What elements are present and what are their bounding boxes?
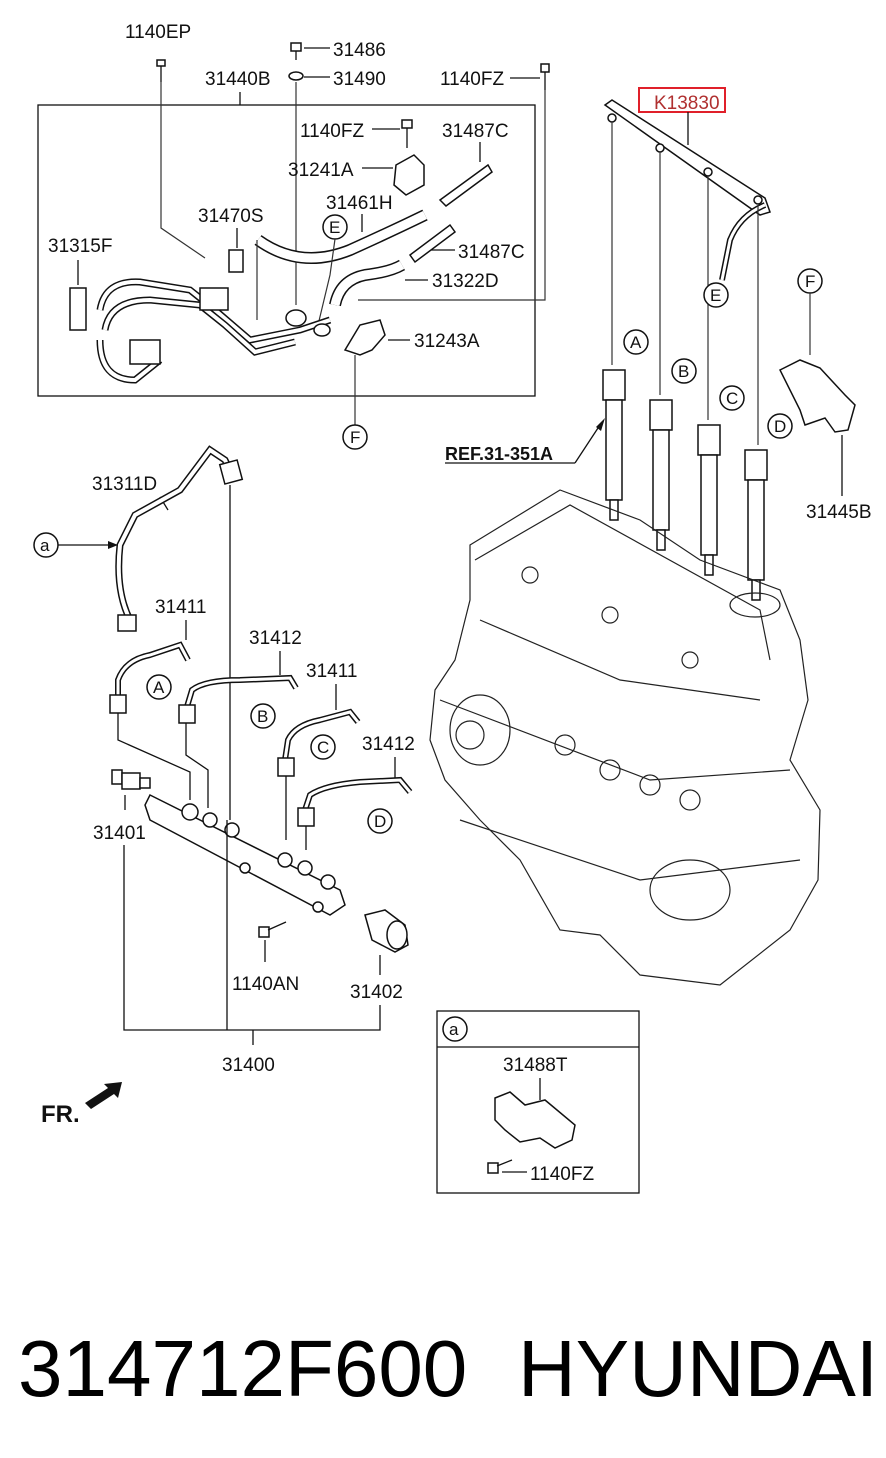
- label-31490: 31490: [333, 69, 386, 90]
- leader-1140FZ-top: [358, 90, 546, 301]
- injector-A-icon: [602, 369, 626, 521]
- callout-E-right: E: [703, 282, 729, 308]
- svg-text:F: F: [805, 272, 815, 291]
- valve-31402-icon: [364, 909, 409, 953]
- ref-arrow-icon: [596, 418, 605, 431]
- svg-text:C: C: [317, 738, 329, 757]
- label-31315F: 31315F: [48, 236, 112, 257]
- label-31322D: 31322D: [432, 271, 499, 292]
- engine-block-illustration: [429, 489, 821, 986]
- svg-text:A: A: [153, 678, 165, 697]
- injector-B-icon: [649, 399, 673, 551]
- label-31311D: 31311D: [92, 474, 157, 495]
- svg-text:E: E: [329, 218, 340, 237]
- label-31401: 31401: [93, 823, 146, 844]
- bolt-1140AN-icon: [258, 921, 287, 938]
- injector-dashed-leaders: [611, 122, 759, 445]
- svg-text:F: F: [350, 428, 360, 447]
- label-31412-a: 31412: [249, 628, 302, 649]
- bolt-1140FZ-inset-icon: [487, 1159, 513, 1174]
- callout-B-top: B: [671, 358, 697, 384]
- callout-C-pipe: C: [310, 734, 336, 760]
- svg-text:A: A: [630, 333, 642, 352]
- pipe-31412-B: [183, 674, 299, 711]
- label-1140AN: 1140AN: [232, 974, 299, 995]
- callout-E-box: E: [317, 214, 348, 326]
- label-31487C-b: 31487C: [458, 242, 525, 263]
- label-31400: 31400: [222, 1055, 275, 1076]
- label-31243A: 31243A: [414, 331, 480, 352]
- svg-text:D: D: [374, 812, 386, 831]
- label-31461H: 31461H: [326, 193, 393, 214]
- injector-D-icon: [744, 449, 768, 601]
- callout-D-top: D: [767, 413, 793, 439]
- svg-text:B: B: [678, 362, 689, 381]
- label-31487C-a: 31487C: [442, 121, 509, 142]
- bolt-1140FZ-box-icon: [401, 119, 413, 148]
- callout-F-right: F: [797, 268, 823, 355]
- leader-1140EP: [160, 82, 206, 259]
- callout-D-pipe: D: [367, 808, 393, 834]
- ref-31-351A: REF.31-351A: [445, 444, 553, 464]
- brand-name: HYUNDAI: [518, 1324, 878, 1413]
- filter-31315F-icon: [69, 287, 87, 331]
- svg-text:a: a: [40, 536, 50, 555]
- svg-text:E: E: [710, 286, 721, 305]
- connector-31487C-b-icon: [408, 223, 457, 264]
- label-31411-b: 31411: [306, 661, 357, 682]
- clip-31241A-icon: [393, 154, 425, 196]
- bracket-31488T-icon: [494, 1091, 576, 1149]
- callout-C-top: C: [719, 385, 745, 411]
- pipe-31412-D: [302, 776, 413, 811]
- label-1140EP: 1140EP: [125, 22, 191, 43]
- label-31241A: 31241A: [288, 160, 354, 181]
- callout-B-pipe: B: [250, 703, 276, 729]
- bracket-31445B-icon: [778, 359, 856, 433]
- bracket-31400: [123, 845, 381, 1031]
- label-1140FZ-top: 1140FZ: [440, 69, 504, 90]
- bolt-1140EP-icon: [156, 59, 166, 82]
- label-1140FZ-box: 1140FZ: [300, 121, 364, 142]
- pipe-rail-leaders: [117, 713, 307, 850]
- rail-ports: [607, 113, 763, 205]
- highlight-K13830: [638, 87, 726, 113]
- fuel-pipes-box: [96, 278, 332, 384]
- injector-C-icon: [697, 424, 721, 576]
- bolt-1140FZ-icon: [540, 63, 550, 90]
- callout-a-left: a: [33, 532, 118, 558]
- connector-31487C-a-icon: [438, 163, 493, 207]
- common-rail-31400-icon: [144, 793, 346, 916]
- svg-text:C: C: [726, 389, 738, 408]
- bolt-31486-icon: [290, 42, 302, 60]
- front-arrow-icon: [85, 1082, 122, 1109]
- label-31402: 31402: [350, 982, 403, 1003]
- svg-text:B: B: [257, 707, 268, 726]
- inset-box-a: [436, 1010, 640, 1194]
- callout-F-lower: F: [342, 424, 368, 450]
- label-31411-a: 31411: [155, 597, 206, 618]
- label-31470S: 31470S: [198, 206, 264, 227]
- label-31486: 31486: [333, 40, 386, 61]
- label-31445B: 31445B: [806, 502, 872, 523]
- sensor-31401-icon: [111, 769, 151, 790]
- callout-A-top: A: [623, 329, 649, 355]
- fuel-line-assembly-box: [37, 104, 536, 397]
- label-1140FZ-inset: 1140FZ: [530, 1164, 594, 1185]
- label-31412-b: 31412: [362, 734, 415, 755]
- part-number: 314712F600: [18, 1324, 467, 1413]
- label-31488T: 31488T: [503, 1055, 568, 1076]
- return-rail-K13830: [603, 99, 771, 216]
- label-K13830: K13830: [654, 93, 720, 114]
- front-indicator: FR.: [41, 1101, 80, 1128]
- inset-callout-a: [442, 1016, 468, 1042]
- sensor-31470S-icon: [228, 249, 244, 273]
- washer-31490-icon: [288, 71, 304, 81]
- label-31440B: 31440B: [205, 69, 271, 90]
- inset-title-a: a: [449, 1020, 459, 1039]
- callout-A-pipe: A: [146, 674, 172, 700]
- svg-text:D: D: [774, 417, 786, 436]
- bracket-31243A-icon: [343, 319, 386, 356]
